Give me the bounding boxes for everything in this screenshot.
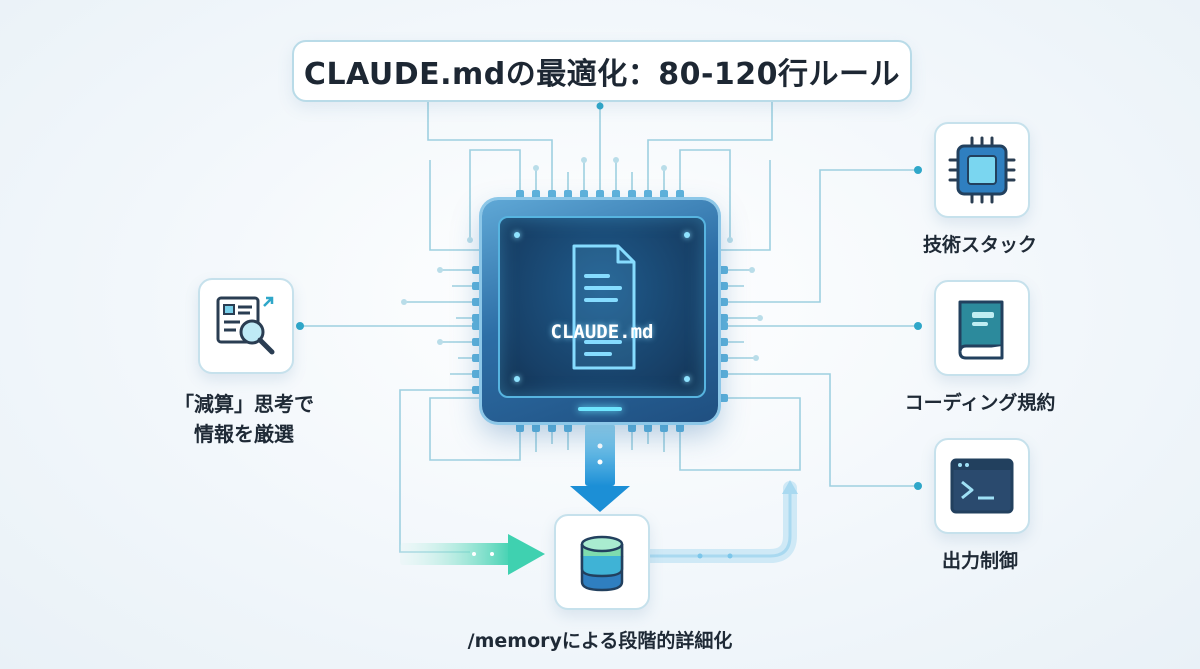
tech-stack-card	[934, 122, 1030, 218]
return-flow-line	[640, 480, 798, 563]
output-control-label: 出力制御	[941, 550, 1018, 572]
coding-rules-label: コーディング規約	[904, 392, 1056, 414]
output-control-card	[934, 438, 1030, 534]
terminal-icon	[950, 458, 1014, 514]
subtraction-thinking-label-2: 情報を厳選	[194, 422, 294, 446]
chip-core: CLAUDE.md	[498, 216, 706, 398]
title-box: CLAUDE.mdの最適化：80-120行ルール	[292, 40, 912, 102]
down-flow-arrow	[570, 424, 630, 512]
subtraction-thinking-label-1: 「減算」思考で	[174, 392, 314, 416]
chip-glow-bar	[578, 407, 622, 411]
chip-corner-dot	[684, 232, 690, 238]
book-icon	[958, 300, 1004, 360]
document-search-icon	[216, 296, 275, 355]
document-icon	[572, 244, 636, 370]
memory-card	[554, 514, 650, 610]
right-flow-arrow	[400, 534, 545, 575]
chip-corner-dot	[514, 232, 520, 238]
subtraction-thinking-card	[198, 278, 294, 374]
diagram-title: CLAUDE.mdの最適化：80-120行ルール	[303, 57, 901, 92]
coding-rules-card	[934, 280, 1030, 376]
chip-corner-dot	[684, 376, 690, 382]
memory-label: /memoryによる段階的詳細化	[467, 630, 733, 652]
tech-stack-label: 技術スタック	[922, 234, 1037, 256]
database-icon	[580, 535, 624, 592]
cpu-icon	[948, 136, 1016, 204]
claude-md-chip: CLAUDE.md	[482, 200, 718, 422]
chip-label: CLAUDE.md	[550, 321, 654, 343]
chip-corner-dot	[514, 376, 520, 382]
